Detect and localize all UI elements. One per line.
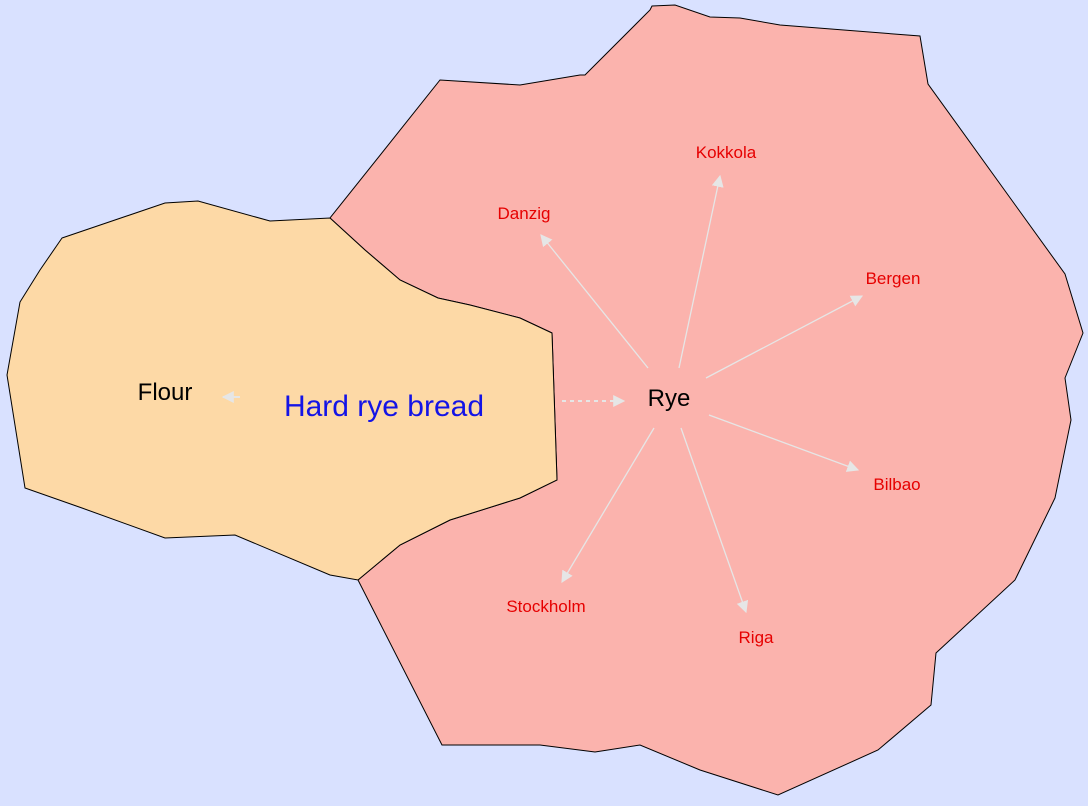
arrow-rye-to-riga: [680, 427, 749, 614]
arrow-rye-to-bergen: [705, 295, 864, 379]
place-kokkola-label: Kokkola: [696, 143, 757, 162]
place-danzig-label: Danzig: [498, 204, 551, 223]
arrow-rye-to-kokkola: [678, 174, 724, 369]
arrow-rye-to-bilbao: [708, 414, 860, 472]
place-bilbao-label: Bilbao: [873, 475, 920, 494]
place-bergen-label: Bergen: [866, 269, 921, 288]
place-riga-label: Riga: [739, 628, 775, 647]
node-flour-label: Flour: [138, 379, 193, 406]
diagram-title: Hard rye bread: [284, 390, 484, 423]
arrow-rye-to-stockholm: [561, 427, 655, 584]
node-rye-label: Rye: [648, 385, 691, 412]
arrow-rye-to-danzig: [540, 234, 649, 369]
arrows: [221, 174, 864, 614]
bread-region: [6, 200, 558, 581]
place-stockholm-label: Stockholm: [506, 597, 585, 616]
